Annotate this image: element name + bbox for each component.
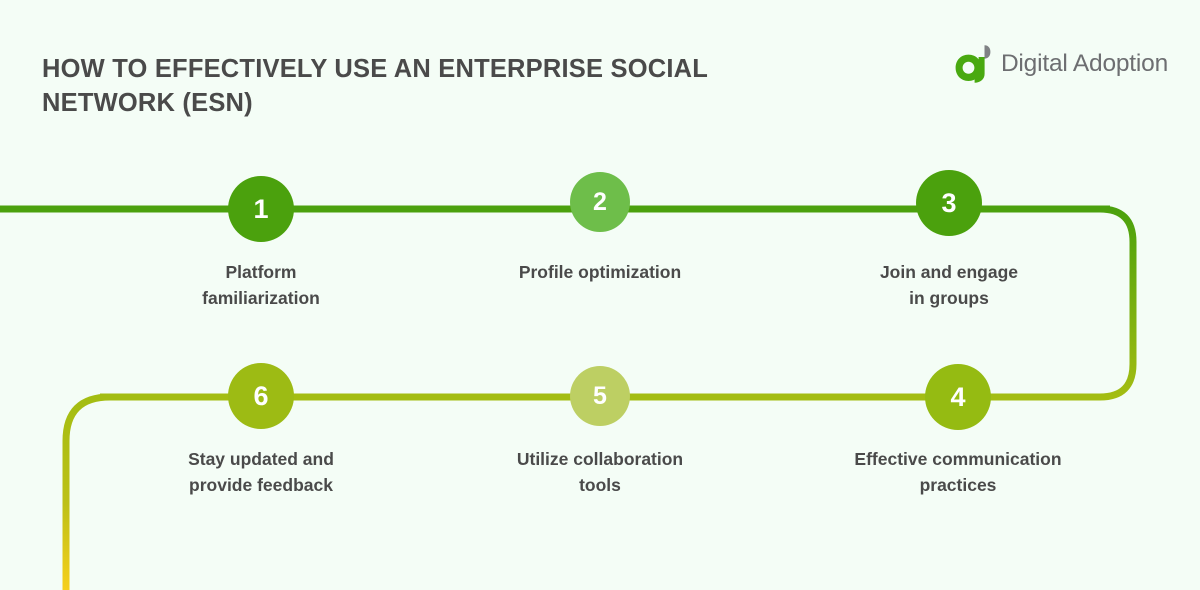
step-number-1: 1 — [253, 193, 269, 224]
step-node-2[interactable]: 2 — [570, 172, 630, 232]
step-number-3: 3 — [941, 187, 957, 218]
step-number-5: 5 — [593, 381, 607, 410]
brand-logo: Digital Adoption — [953, 42, 1168, 86]
page-title: How to effectively use an enterprise soc… — [42, 55, 709, 117]
step-label-6: Stay updated and provide feedback — [188, 449, 334, 495]
step-label-2: Profile optimization — [518, 262, 682, 282]
digital-adoption-a-logomark — [955, 45, 991, 83]
connector-turn-right — [978, 205, 1137, 401]
step-number-2: 2 — [593, 187, 607, 216]
connector-turn-left — [62, 393, 114, 590]
step-label-3: Join and engage in groups — [879, 262, 1019, 308]
step-node-4[interactable]: 4 — [925, 364, 991, 430]
step-number-4: 4 — [950, 381, 966, 412]
step-node-5[interactable]: 5 — [570, 366, 630, 426]
logo-wordmark: Digital Adoption — [1000, 49, 1168, 77]
step-node-3[interactable]: 3 — [916, 170, 982, 236]
step-label-1: Platform familiarization — [202, 262, 320, 308]
step-node-1[interactable]: 1 — [228, 176, 294, 242]
step-label-5: Utilize collaboration tools — [516, 449, 684, 495]
step-node-6[interactable]: 6 — [228, 363, 294, 429]
step-label-4: Effective communication practices — [854, 449, 1062, 495]
step-number-6: 6 — [253, 380, 269, 411]
